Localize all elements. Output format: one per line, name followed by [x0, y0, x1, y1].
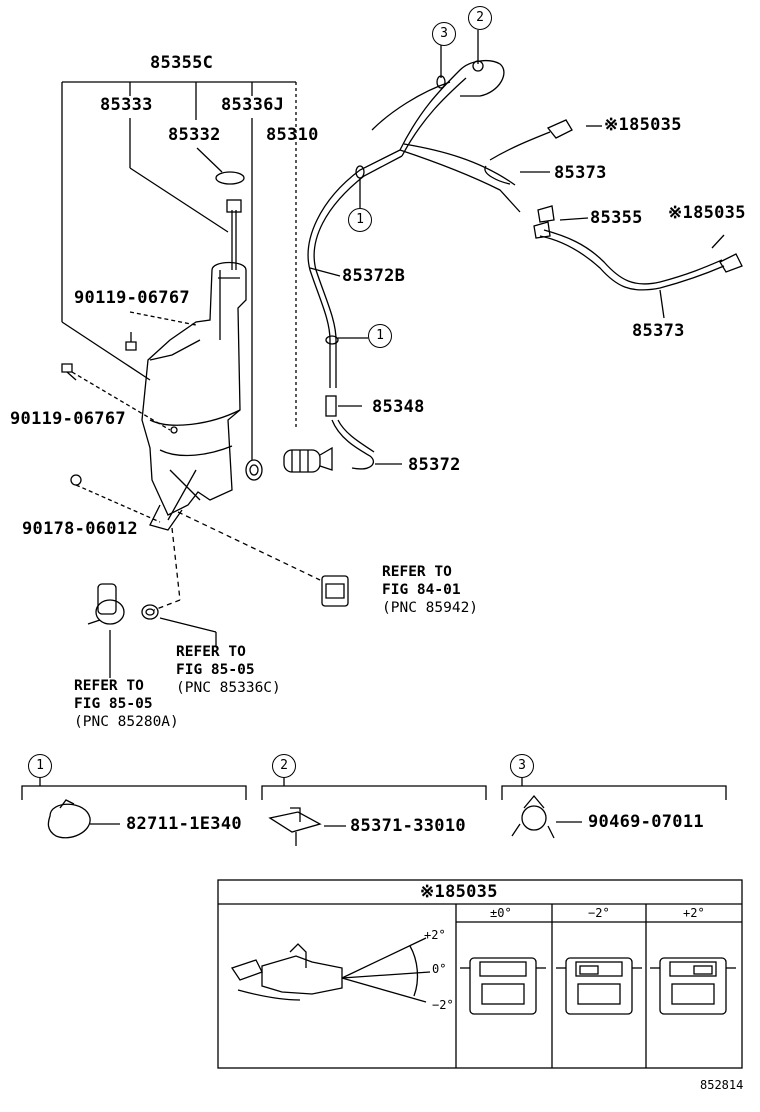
part-label-85336J: 85336J: [221, 95, 285, 115]
detail-part-82711: 82711-1E340: [126, 814, 242, 834]
ref-85336C-line2: FIG 85-05: [176, 662, 255, 678]
angle-label-up: +2°: [424, 928, 446, 942]
nozzle-side-view: [230, 937, 431, 1003]
part-label-85035-upper: ※185035: [604, 115, 682, 135]
connector-views: [460, 957, 736, 1015]
callout-2: 2: [468, 6, 492, 30]
washer-tank: [141, 261, 247, 531]
clip-82711: [47, 799, 91, 839]
hose-clips: [325, 60, 484, 345]
detail-part-85371: 85371-33010: [350, 816, 466, 836]
detail-part-90469: 90469-07011: [588, 812, 704, 832]
part-label-85355: 85355: [590, 208, 643, 228]
ref-85336C-line3: (PNC 85336C): [176, 680, 281, 696]
col-header-zero: ±0°: [490, 906, 512, 920]
ref-85280A-line1: REFER TO: [74, 678, 144, 694]
part-label-85372: 85372: [408, 455, 461, 475]
washer-pump: [283, 446, 333, 473]
callout-1-lower: 1: [368, 324, 392, 348]
connector-84-01: [321, 575, 349, 607]
clip-85371: [268, 807, 322, 846]
part-label-85348: 85348: [372, 397, 425, 417]
assembly-bracket: [61, 81, 297, 430]
bolt-label-lower: 90119-06767: [10, 409, 126, 429]
detail-brackets: [21, 778, 727, 827]
assembly-label-85355C: 85355C: [150, 53, 214, 73]
col-header-minus2: −2°: [588, 906, 610, 920]
detail-callout-2: 2: [272, 754, 296, 778]
grommet-85336J: [245, 459, 263, 481]
ref-84-01-line3: (PNC 85942): [382, 600, 479, 616]
ref-85280A-line2: FIG 85-05: [74, 696, 153, 712]
figure-code: 852814: [700, 1078, 744, 1092]
col-header-plus2: +2°: [683, 906, 705, 920]
lower-pump: [87, 583, 159, 625]
bolt-label-upper: 90119-06767: [74, 288, 190, 308]
callout-1-upper: 1: [348, 208, 372, 232]
leader-lines: [71, 30, 725, 678]
level-sensor: [215, 171, 245, 270]
part-label-85310: 85310: [266, 125, 319, 145]
bolts: [61, 332, 137, 486]
detail-callout-3: 3: [510, 754, 534, 778]
detail-callout-1: 1: [28, 754, 52, 778]
nozzles: [533, 119, 743, 273]
clip-90469: [511, 794, 555, 839]
angle-label-mid: 0°: [432, 962, 447, 976]
part-label-85333: 85333: [100, 95, 153, 115]
grommet-label: 90178-06012: [22, 519, 138, 539]
ref-85280A-line3: (PNC 85280A): [74, 714, 179, 730]
part-label-85035-lower: ※185035: [668, 203, 746, 223]
nozzle-table-frame: [217, 879, 743, 1069]
ref-84-01-line2: FIG 84-01: [382, 582, 461, 598]
ref-85336C-line1: REFER TO: [176, 644, 246, 660]
part-label-85332: 85332: [168, 125, 221, 145]
ref-84-01-line1: REFER TO: [382, 564, 452, 580]
angle-label-down: −2°: [432, 998, 454, 1012]
callout-3: 3: [432, 22, 456, 46]
part-label-85372B: 85372B: [342, 266, 406, 286]
part-label-85373-upper: 85373: [554, 163, 607, 183]
part-label-85373-lower: 85373: [632, 321, 685, 341]
nozzle-table-title: ※185035: [420, 882, 498, 902]
